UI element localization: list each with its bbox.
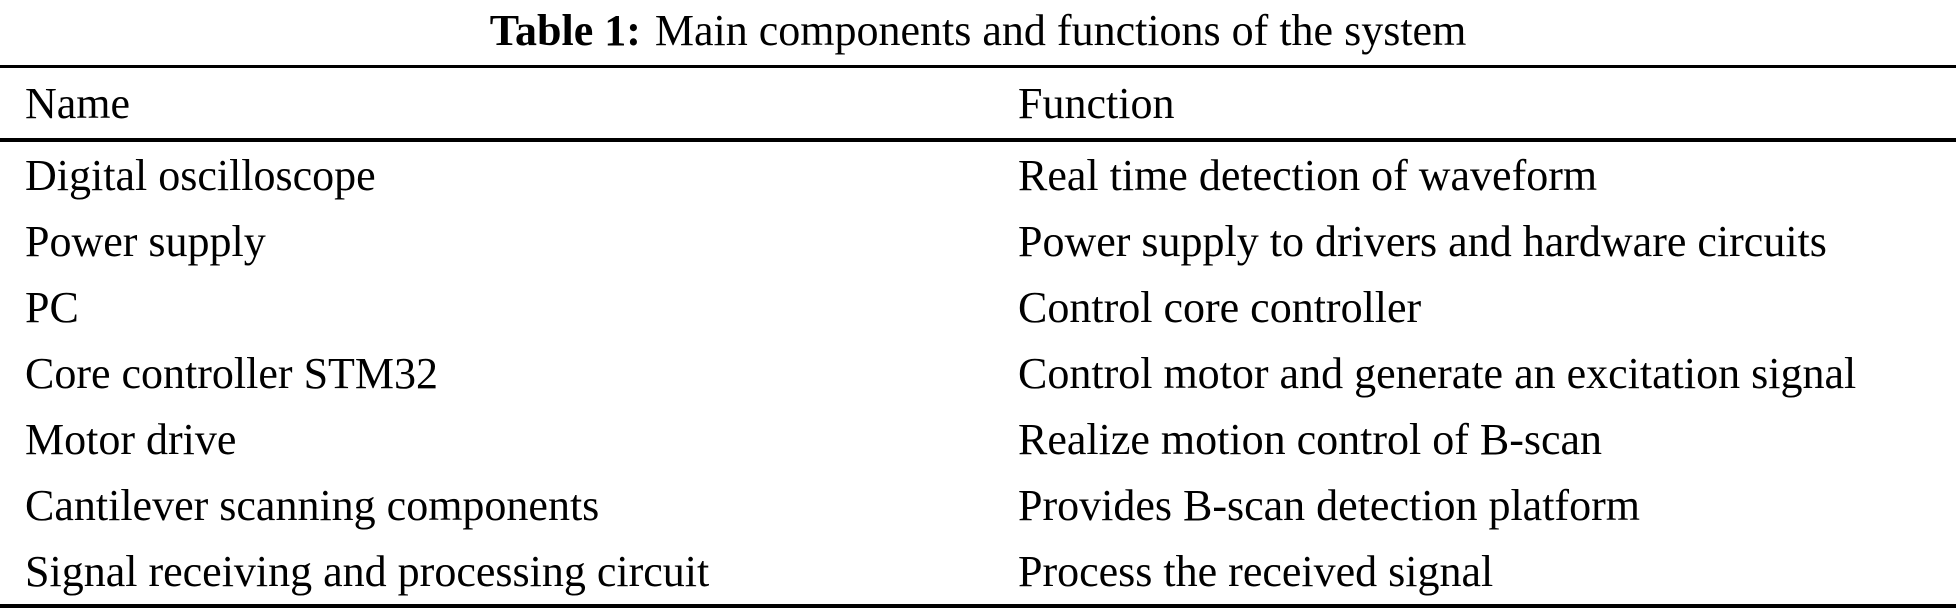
- cell-function: Power supply to drivers and hardware cir…: [1018, 216, 1827, 266]
- table-header-row: Name Function: [0, 66, 1956, 142]
- cell-function: Control motor and generate an excitation…: [1018, 348, 1857, 398]
- table-row: Signal receiving and processing circuit …: [0, 538, 1956, 606]
- table-caption: Table 1: Main components and functions of…: [0, 2, 1956, 60]
- column-header-function: Function: [993, 66, 1956, 142]
- cell-name: Core controller STM32: [25, 348, 439, 398]
- table-row: Motor drive Realize motion control of B-…: [0, 406, 1956, 472]
- cell-function: Process the received signal: [1018, 546, 1494, 596]
- cell-name: Digital oscilloscope: [25, 150, 376, 200]
- table-caption-label: Table 1:: [489, 6, 641, 55]
- cell-name: Motor drive: [25, 414, 237, 464]
- column-header-name: Name: [0, 66, 993, 142]
- cell-name: Signal receiving and processing circuit: [25, 546, 710, 596]
- cell-name: PC: [25, 282, 79, 332]
- table-row: Digital oscilloscope Real time detection…: [0, 140, 1956, 208]
- table-row: Power supply Power supply to drivers and…: [0, 208, 1956, 274]
- cell-function: Control core controller: [1018, 282, 1422, 332]
- table-row: Cantilever scanning components Provides …: [0, 472, 1956, 538]
- cell-function: Realize motion control of B-scan: [1018, 414, 1603, 464]
- table-caption-text: Main components and functions of the sys…: [654, 6, 1467, 55]
- cell-function: Provides B-scan detection platform: [1018, 480, 1640, 530]
- table-row: PC Control core controller: [0, 274, 1956, 340]
- cell-name: Cantilever scanning components: [25, 480, 600, 530]
- cell-name: Power supply: [25, 216, 266, 266]
- cell-function: Real time detection of waveform: [1018, 150, 1598, 200]
- components-functions-table: Name Function Digital oscilloscope Real …: [0, 65, 1956, 608]
- table-row: Core controller STM32 Control motor and …: [0, 340, 1956, 406]
